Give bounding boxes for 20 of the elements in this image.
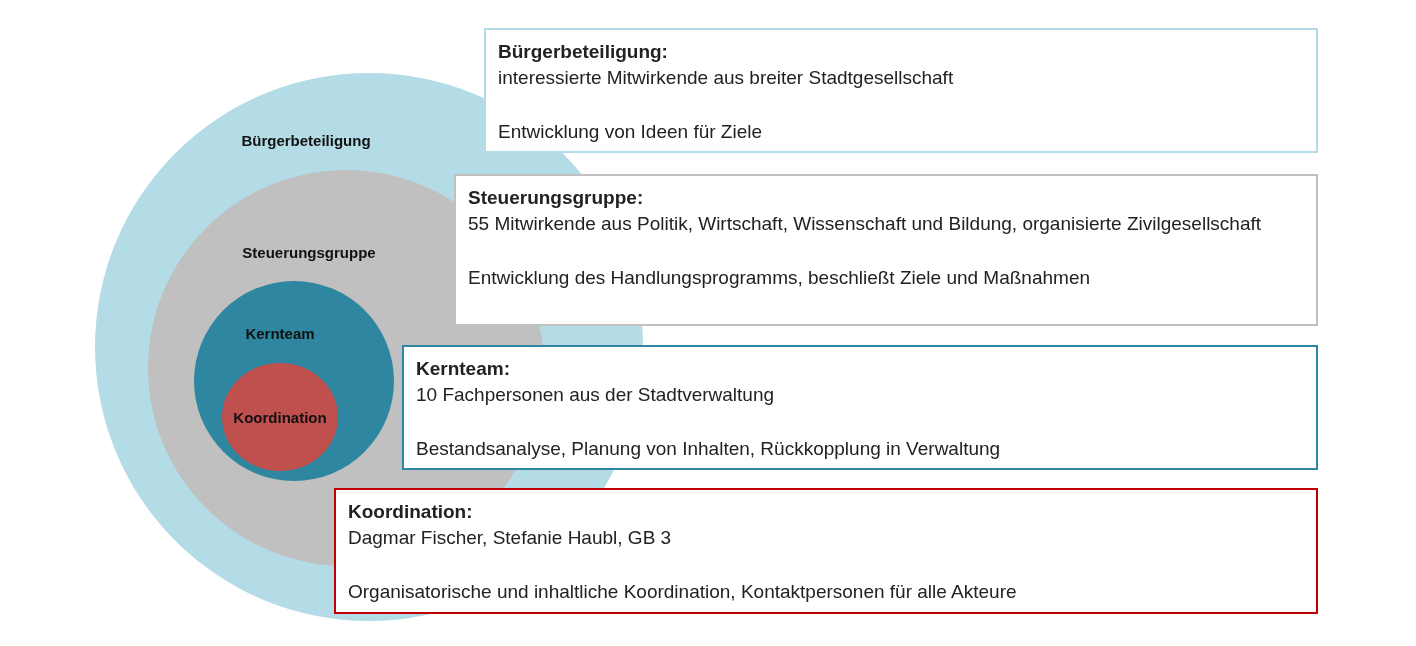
box-text: interessierte Mitwirkende aus breiter Stadtgesellschaft	[498, 66, 955, 90]
box-heading: Steuerungsgruppe:	[468, 186, 645, 210]
circle-label: Koordination	[233, 408, 327, 426]
circle-label: Bürgerbeteiligung	[241, 131, 371, 149]
box-text: Organisatorische und inhaltliche Koordination, Kontaktpersonen für alle Akteure	[348, 580, 1018, 604]
box-heading: Kernteam:	[416, 357, 511, 381]
text-box	[334, 488, 1318, 614]
text-box	[402, 345, 1318, 470]
box-text: 55 Mitwirkende aus Politik, Wirtschaft, Wissenschaft und Bildung, organisierte Zivilgesellschaft	[468, 212, 1263, 236]
box-text: 10 Fachpersonen aus der Stadtverwaltung	[416, 383, 776, 407]
circle-label: Steuerungsgruppe	[242, 243, 376, 261]
text-box	[484, 28, 1318, 153]
box-text: Dagmar Fischer, Stefanie Haubl, GB 3	[348, 526, 673, 550]
text-box	[454, 174, 1318, 326]
box-text: Bestandsanalyse, Planung von Inhalten, Rückkopplung in Verwaltung	[416, 437, 1002, 461]
box-text: Entwicklung des Handlungsprogramms, beschließt Ziele und Maßnahmen	[468, 266, 1092, 290]
box-heading: Bürgerbeteiligung:	[498, 40, 669, 64]
circle-label: Kernteam	[245, 324, 315, 342]
box-text: Entwicklung von Ideen für Ziele	[498, 120, 764, 144]
box-heading: Koordination:	[348, 500, 474, 524]
